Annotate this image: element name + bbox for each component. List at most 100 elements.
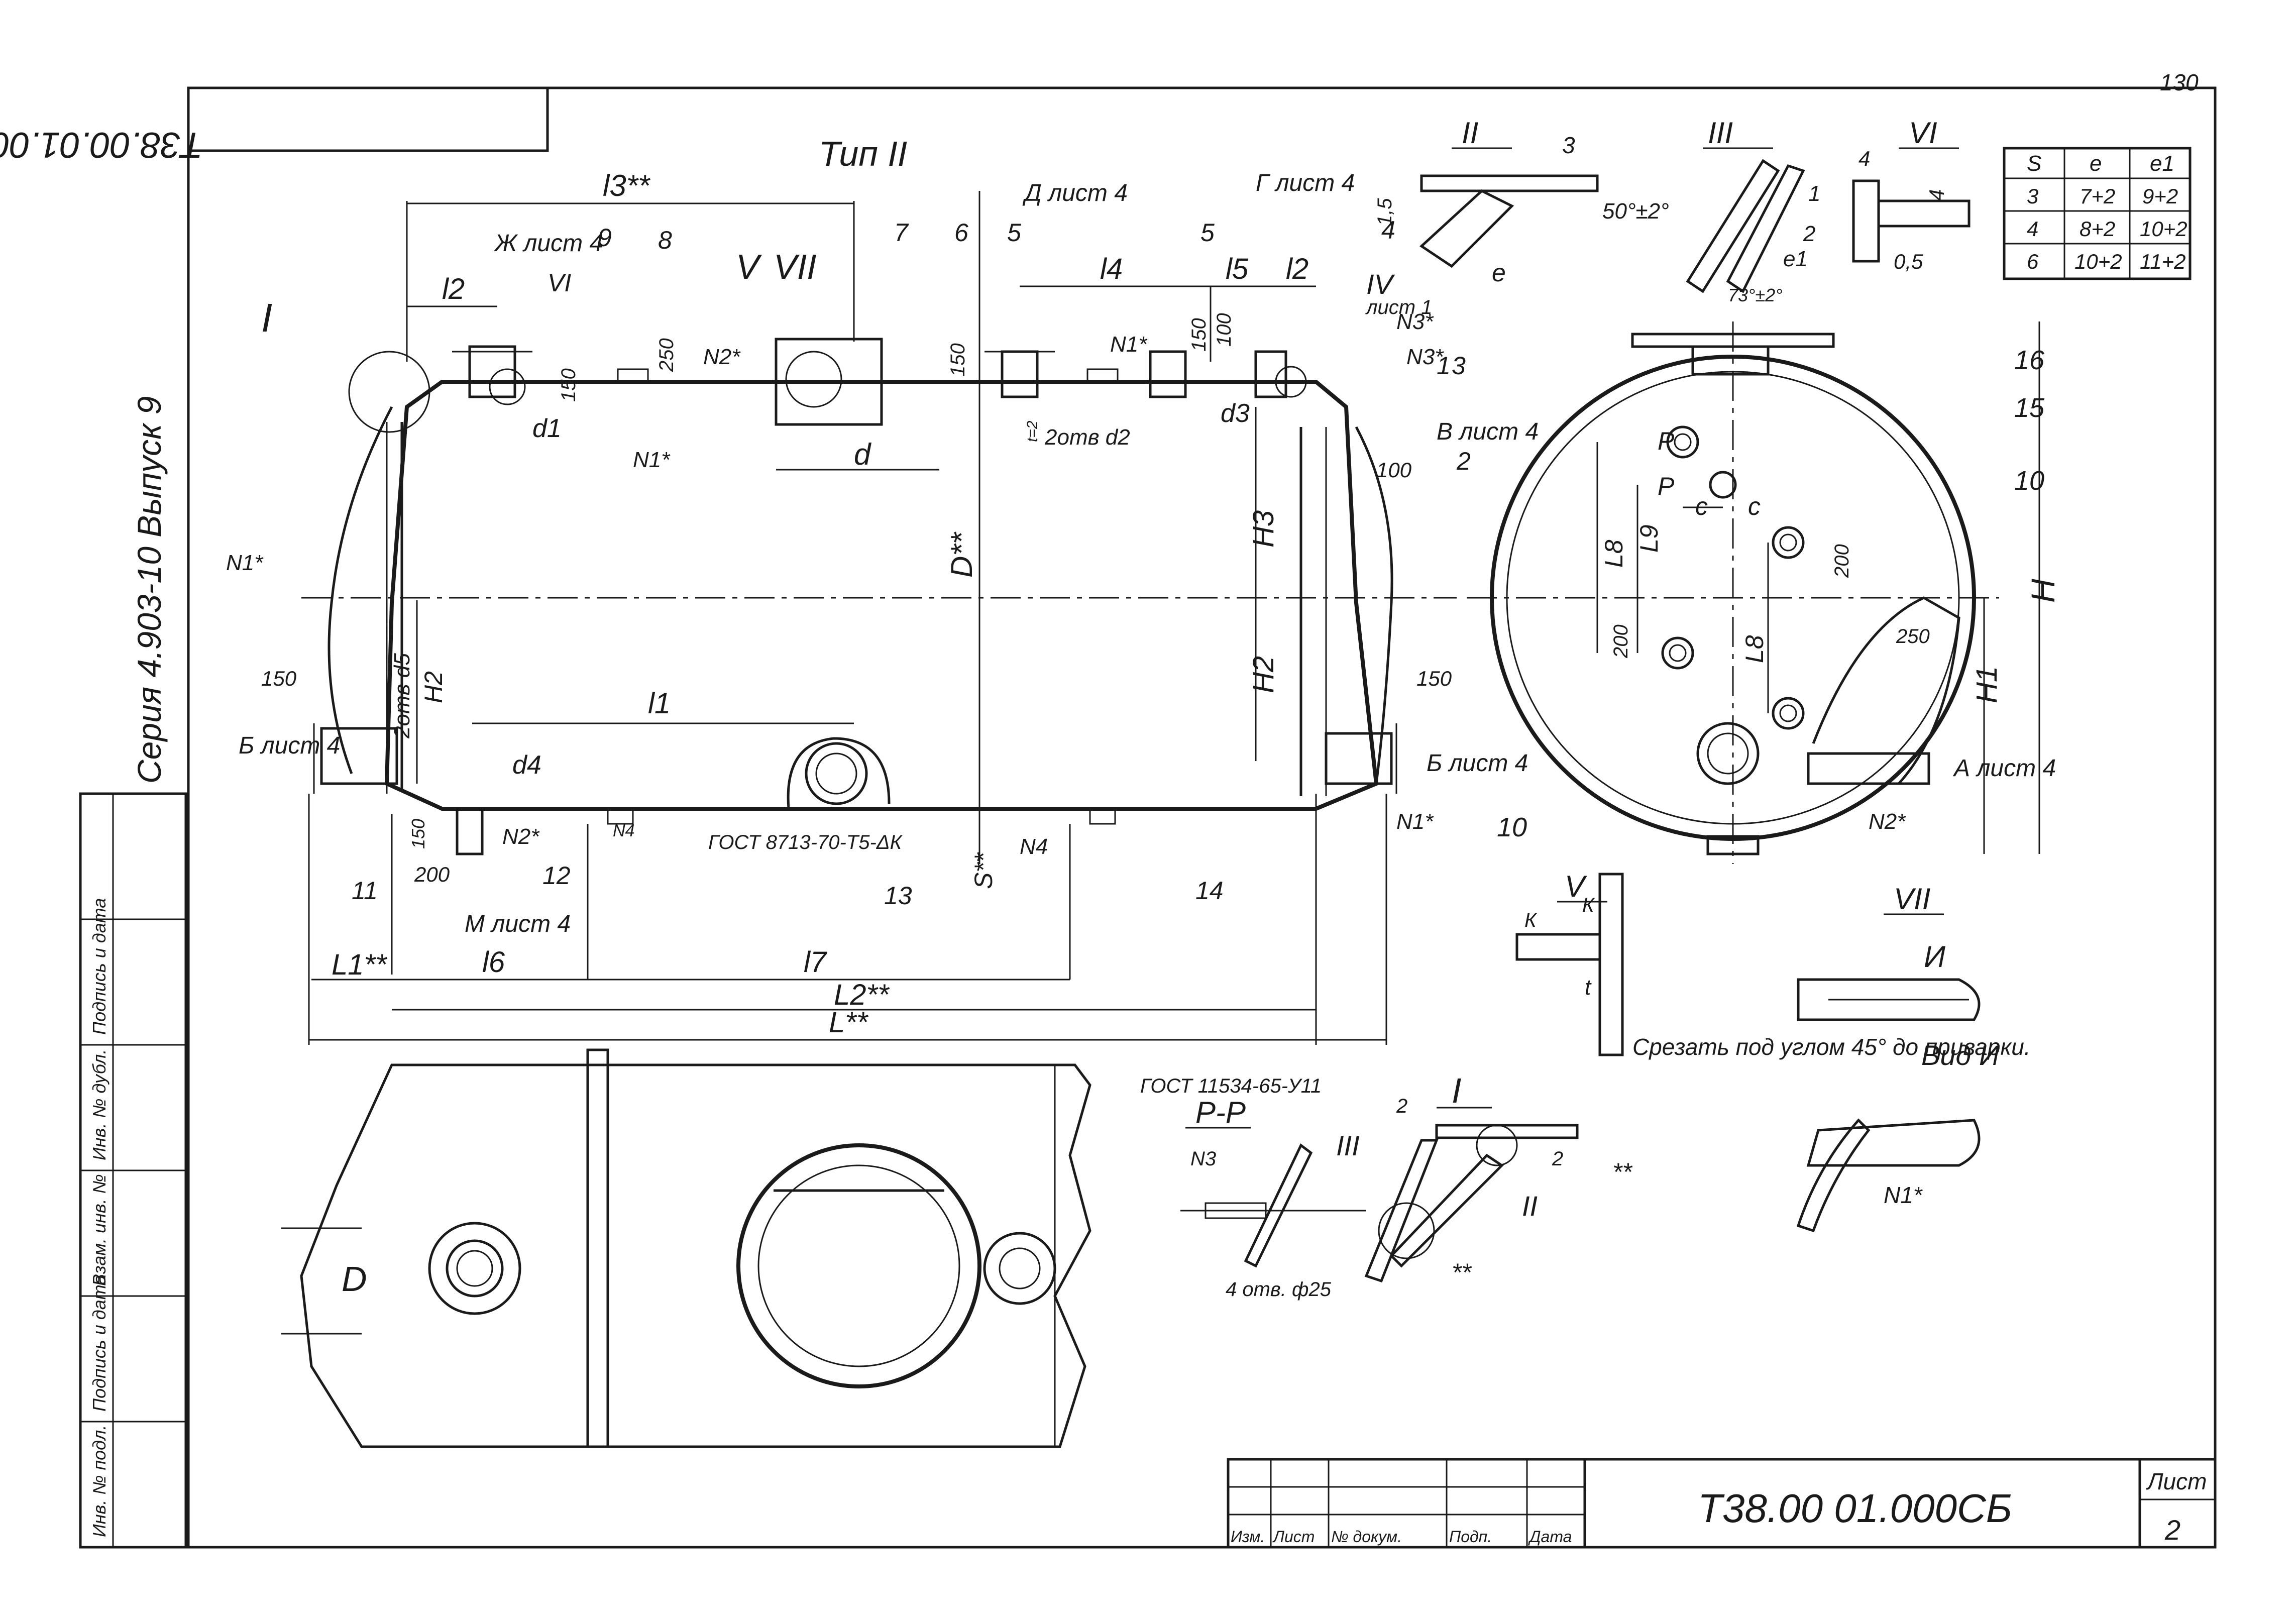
detail-II-dim-3: 3 [1562, 132, 1575, 158]
stamp-podp-data-1: Подпись и дата [89, 1275, 110, 1412]
view-VII-label: VII [774, 247, 817, 286]
table-h-s: S [2027, 151, 2041, 176]
dim-L9: L9 [1635, 524, 1663, 553]
detail-VI-title: VI [1909, 116, 1937, 150]
callout-n2-bottom: N2* [502, 824, 540, 849]
callout-n4-b: N4 [1020, 834, 1048, 859]
detail-V-k-b: К [1582, 894, 1595, 916]
dim-2otv-d2: 2отв d2 [1044, 425, 1130, 450]
view-IV-label: IV [1366, 268, 1395, 300]
callout-n1-mid: N1* [1110, 332, 1148, 357]
node-I-2-b: 2 [1552, 1148, 1563, 1170]
detail-VII: VII И [1797, 882, 1981, 1021]
detail-V-title: V [1565, 870, 1587, 903]
table-r2-s: 4 [2027, 217, 2038, 241]
dim-200-a: 200 [1610, 624, 1632, 659]
tb-col-list: Лист [1272, 1528, 1315, 1546]
view-v-label: В лист 4 [1437, 418, 1539, 445]
table-h-e: e [2090, 151, 2102, 176]
num-150-a: 150 [558, 368, 580, 402]
table-h-e1: e1 [2150, 151, 2174, 176]
pos-1: 1 [1437, 352, 1451, 380]
num-150-right: 150 [1416, 667, 1452, 690]
detail-II-dim-15: 1,5 [1374, 198, 1396, 226]
detail-VI: VI 4 4 0,5 [1852, 116, 1971, 273]
dim-L8-a: L8 [1600, 540, 1628, 568]
node-I-title: I [1452, 1071, 1461, 1110]
dim-H: H [2024, 579, 2061, 603]
section-PP: ГОСТ 11534-65-У11 Р-Р N3 4 отв. ф25 [1140, 1075, 1366, 1301]
tb-sheet-label: Лист [2146, 1468, 2207, 1494]
num-t2: t=2 [1024, 420, 1041, 442]
detail-VII-title: VII [1894, 882, 1930, 916]
pos-10-a: 10 [2014, 466, 2044, 496]
pos-3: 3 [1452, 352, 1466, 380]
pos-8: 8 [658, 226, 672, 254]
vessel-shell [384, 380, 1379, 811]
section-PP-gost: ГОСТ 11534-65-У11 [1140, 1075, 1322, 1097]
detail-III: III 1 2 e1 73°±2° [1686, 116, 1820, 305]
pos-4: 4 [1381, 216, 1395, 244]
callout-n4-a: N4 [613, 821, 634, 840]
callout-n2-top: N2* [703, 345, 741, 369]
section-PP-holes: 4 отв. ф25 [1226, 1278, 1332, 1301]
main-view-labels: Тип II l3** l2 l4 l5 l2 d1 d d3 2отв d2 … [226, 134, 1539, 1039]
node-I: I 2 2 ** ** III II [1336, 1071, 1632, 1286]
stamp-podp-data-2: Подпись и дата [89, 898, 110, 1035]
gost-weld: ГОСТ 8713-70-Т5-ΔК [708, 831, 903, 853]
callout-n3-a: N3* [1396, 309, 1434, 334]
dim-S: S** [969, 852, 998, 889]
detail-VI-dim-05: 0,5 [1894, 250, 1923, 273]
table-r1-e1: 9+2 [2142, 184, 2178, 208]
dim-l2-left: l2 [442, 273, 465, 305]
dim-d4: d4 [512, 750, 541, 780]
pos-2: 2 [1456, 447, 1471, 475]
dim-200-b: 200 [1831, 544, 1853, 578]
end-view: H H1 L8 L9 L8 200 200 250 c c P P 16 15 … [1467, 321, 2061, 864]
dim-250: 250 [1896, 625, 1930, 648]
dim-H1: H1 [1971, 666, 2003, 703]
detail-V-t: t [1585, 975, 1592, 1000]
section-P-b: P [1658, 472, 1675, 500]
callout-n3-b: N3* [1406, 345, 1444, 369]
section-PP-n3: N3 [1190, 1148, 1216, 1170]
dim-L2: L2** [834, 979, 890, 1011]
dim-H2-right: H2 [1247, 656, 1280, 693]
dim-L1: L1** [332, 948, 388, 981]
dim-l4: l4 [1100, 253, 1123, 285]
dim-d: d [854, 438, 871, 471]
dim-H2-left: H2 [419, 671, 448, 703]
node-I-III: III [1336, 1130, 1360, 1161]
stamp-inv-podl: Инв. № подл. [89, 1425, 110, 1537]
detail-II-dim-e: e [1492, 259, 1506, 287]
num-150-left: 150 [261, 667, 297, 690]
dim-c-a: c [1695, 492, 1708, 520]
tb-col-data: Дата [1528, 1528, 1572, 1546]
detail-V-k-a: К [1524, 909, 1538, 931]
callout-n2-end: N2* [1869, 809, 1906, 834]
detail-VI-dim-4-a: 4 [1858, 147, 1870, 170]
num-150-b: 150 [947, 343, 969, 377]
table-r2-e: 8+2 [2080, 217, 2115, 241]
num-150-bottom: 150 [408, 819, 428, 849]
code-stamp-box [187, 86, 549, 152]
node-I-II: II [1522, 1190, 1538, 1222]
series-label: Серия 4.903-10 Выпуск 9 [131, 396, 168, 784]
dim-H3: H3 [1247, 510, 1280, 548]
pos-5-b: 5 [1200, 219, 1215, 247]
type-label: Тип II [819, 134, 907, 173]
dim-L8-b: L8 [1740, 635, 1769, 663]
pos-9: 9 [598, 224, 612, 252]
view-A-label: А лист 4 [1952, 755, 2056, 782]
view-b-left: Б лист 4 [239, 732, 340, 759]
table-r3-s: 6 [2027, 250, 2039, 273]
view-b-right: Б лист 4 [1427, 750, 1528, 777]
dim-l5: l5 [1226, 253, 1249, 285]
dim-d1: d1 [532, 414, 562, 443]
tb-col-izm: Изм. [1231, 1528, 1265, 1546]
pos-16: 16 [2014, 345, 2045, 375]
pos-10-b: 10 [1497, 812, 1527, 842]
dim-l2-right: l2 [1286, 253, 1308, 285]
view-I-label: I [261, 295, 272, 340]
vid-I-callout: N1* [1884, 1182, 1923, 1208]
